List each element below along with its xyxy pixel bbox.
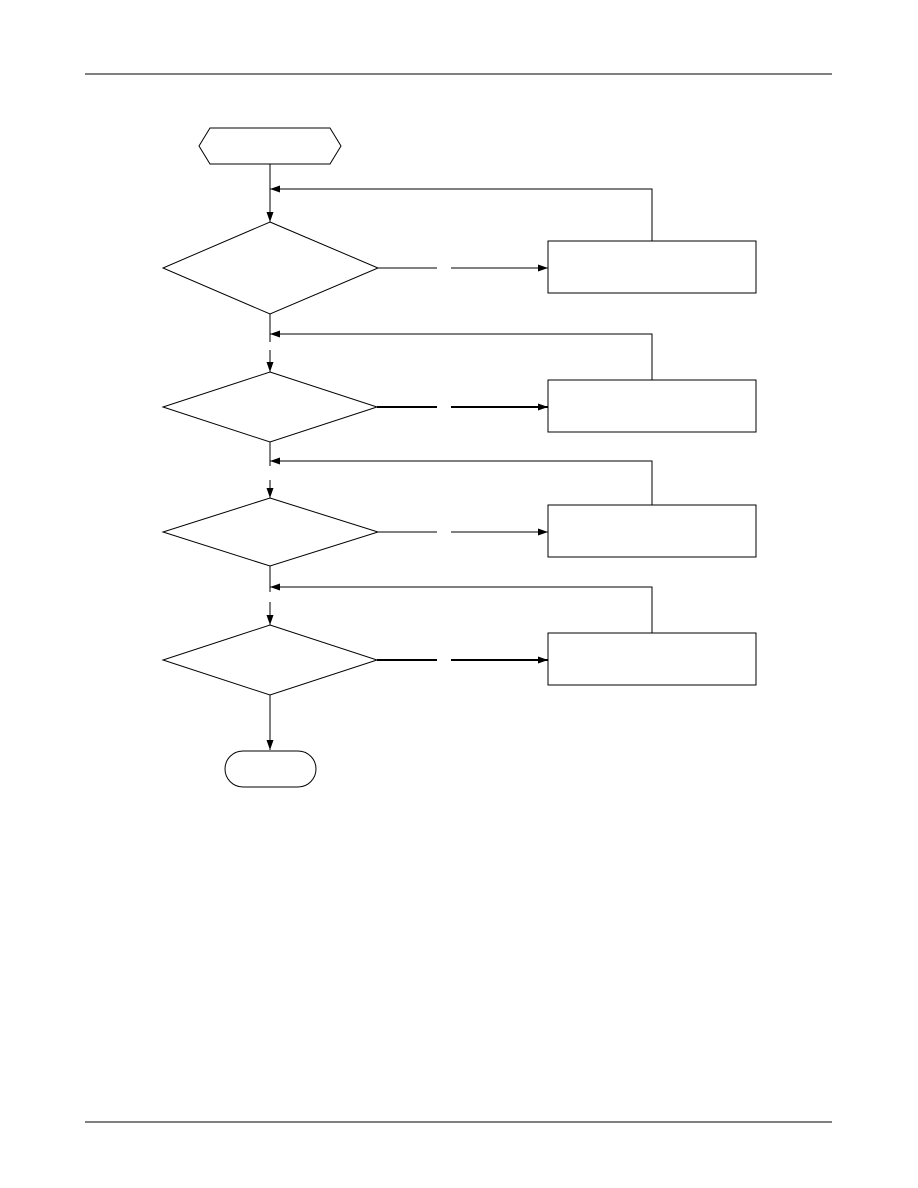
decision-1-diamond: [161, 221, 380, 315]
process-4-box: [547, 632, 757, 686]
process-2-box: [547, 379, 757, 433]
return-loop-3: [270, 457, 653, 505]
start-hexagon: [198, 127, 342, 165]
return-loop-1: [270, 185, 653, 241]
process-2: [547, 379, 757, 433]
end-terminal: [224, 750, 317, 788]
process-3: [547, 504, 757, 558]
decision-2: [161, 371, 379, 443]
process-3-box: [547, 504, 757, 558]
process-4: [547, 632, 757, 686]
return-loop-2: [270, 330, 653, 380]
decision-2-diamond: [161, 371, 379, 443]
decision-1: [161, 221, 380, 315]
process-1: [547, 240, 757, 294]
process-1-box: [547, 240, 757, 294]
end-node: [224, 750, 317, 788]
decision-4-diamond: [161, 624, 379, 696]
decision-4: [161, 624, 379, 696]
decision-3-diamond: [161, 497, 380, 567]
start-node: [198, 127, 342, 165]
decision-3: [161, 497, 380, 567]
return-loop-4: [270, 583, 653, 633]
